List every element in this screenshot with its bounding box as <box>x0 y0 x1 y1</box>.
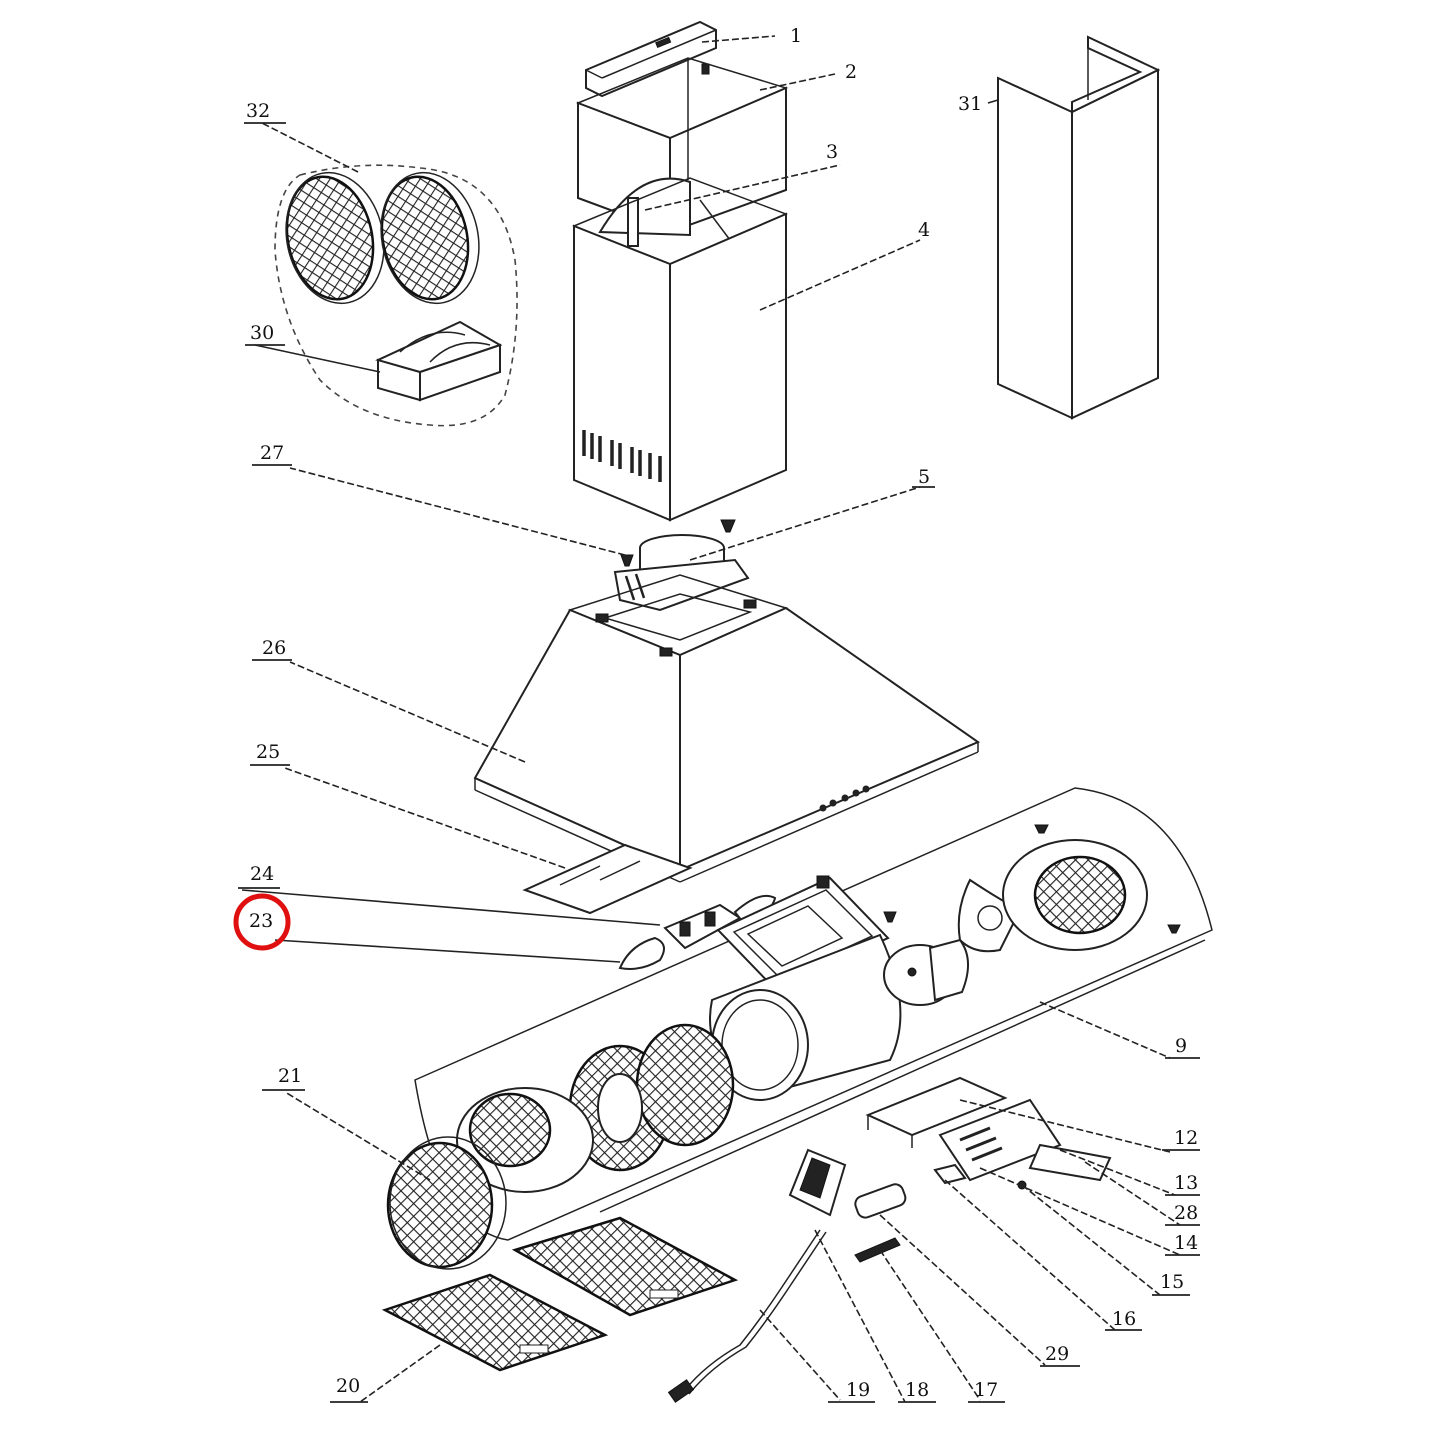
part-label-13: 13 <box>1174 1172 1198 1194</box>
light-cover-part <box>522 843 693 915</box>
part-label-27: 27 <box>260 442 284 464</box>
right-grille-part <box>1002 824 1181 951</box>
part-label-9: 9 <box>1175 1035 1187 1057</box>
part-label-21: 21 <box>278 1065 302 1087</box>
part-label-14: 14 <box>1174 1232 1198 1254</box>
part-label-28: 28 <box>1174 1202 1198 1224</box>
part-label-26: 26 <box>262 637 286 659</box>
canopy-part <box>473 574 981 883</box>
recirculation-kit-part <box>274 164 518 427</box>
part-label-29: 29 <box>1045 1343 1069 1365</box>
part-label-1: 1 <box>790 25 802 47</box>
collar-part <box>613 519 750 612</box>
part-label-31: 31 <box>958 93 982 115</box>
chimney-assembly-part <box>572 20 789 522</box>
control-parts <box>667 1076 1112 1403</box>
part-label-24: 24 <box>250 863 274 885</box>
part-label-5: 5 <box>918 466 930 488</box>
part-label-25: 25 <box>256 741 280 763</box>
part-label-18: 18 <box>905 1379 929 1401</box>
highlight-circle <box>233 893 291 951</box>
part-label-23: 23 <box>249 910 273 932</box>
part-label-17: 17 <box>974 1379 998 1401</box>
part-label-32: 32 <box>246 100 270 122</box>
chimney-cover-part <box>997 35 1161 420</box>
part-label-20: 20 <box>336 1375 360 1397</box>
label-underlines <box>238 122 1200 1403</box>
grease-filters-part <box>381 1216 739 1372</box>
part-label-16: 16 <box>1112 1308 1136 1330</box>
part-label-30: 30 <box>250 322 274 344</box>
part-label-2: 2 <box>845 61 857 83</box>
part-label-4: 4 <box>918 219 930 241</box>
blower-part <box>568 875 1022 1172</box>
round-filter-part <box>386 1136 507 1270</box>
left-grille-part <box>456 1087 594 1193</box>
part-label-12: 12 <box>1174 1127 1198 1149</box>
part-label-3: 3 <box>826 141 838 163</box>
part-labels: 1 2 3 4 5 9 12 13 28 14 15 16 29 17 18 1… <box>246 25 1198 1401</box>
leader-lines <box>241 35 1181 1403</box>
part-label-15: 15 <box>1160 1271 1184 1293</box>
part-label-19: 19 <box>846 1379 870 1401</box>
